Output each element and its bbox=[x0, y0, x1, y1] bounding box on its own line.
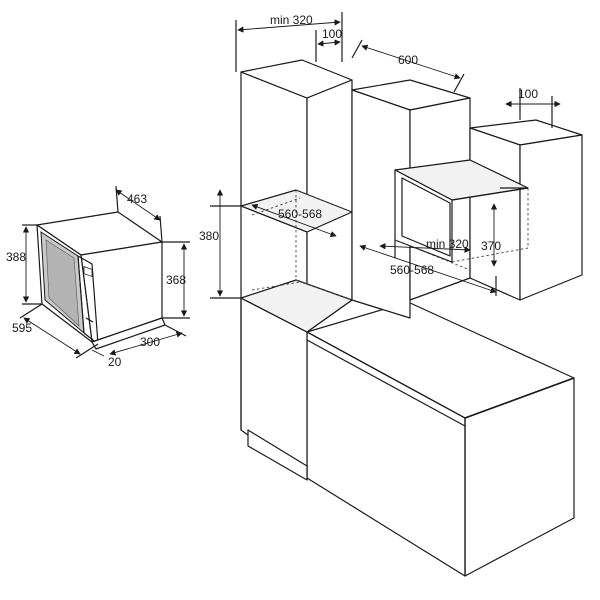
kitchen-cabinets bbox=[240, 59, 583, 577]
dim-463-label: 463 bbox=[127, 192, 147, 206]
dim-min320-mid-label: min 320 bbox=[426, 237, 469, 251]
microwave-unit bbox=[36, 211, 166, 350]
upper-right-cabinet-front bbox=[519, 134, 583, 301]
dim-20-label: 20 bbox=[108, 355, 122, 369]
microwave-display bbox=[83, 266, 93, 278]
microwave-dimensions: 463 388 368 595 300 20 bbox=[6, 185, 190, 369]
dim-388-label: 388 bbox=[6, 250, 26, 264]
dim-300-label: 300 bbox=[140, 335, 160, 349]
dim-560-568-lower-label: 560-568 bbox=[390, 263, 434, 277]
dim-100-right-label: 100 bbox=[518, 87, 538, 101]
upper-right-cabinet-side bbox=[469, 127, 521, 301]
dim-595-label: 595 bbox=[12, 321, 32, 335]
dim-600-label: 600 bbox=[398, 53, 418, 67]
dim-368-label: 368 bbox=[166, 273, 186, 287]
dim-560-568-upper-label: 560-568 bbox=[278, 207, 322, 221]
cabinet-dimensions: min 320 100 600 100 380 560-568 min 320 … bbox=[199, 12, 561, 299]
dim-370-label: 370 bbox=[481, 239, 501, 253]
dim-100-top-label: 100 bbox=[322, 27, 342, 41]
dim-380-label: 380 bbox=[199, 229, 219, 243]
dim-min320-top-label: min 320 bbox=[270, 13, 313, 27]
